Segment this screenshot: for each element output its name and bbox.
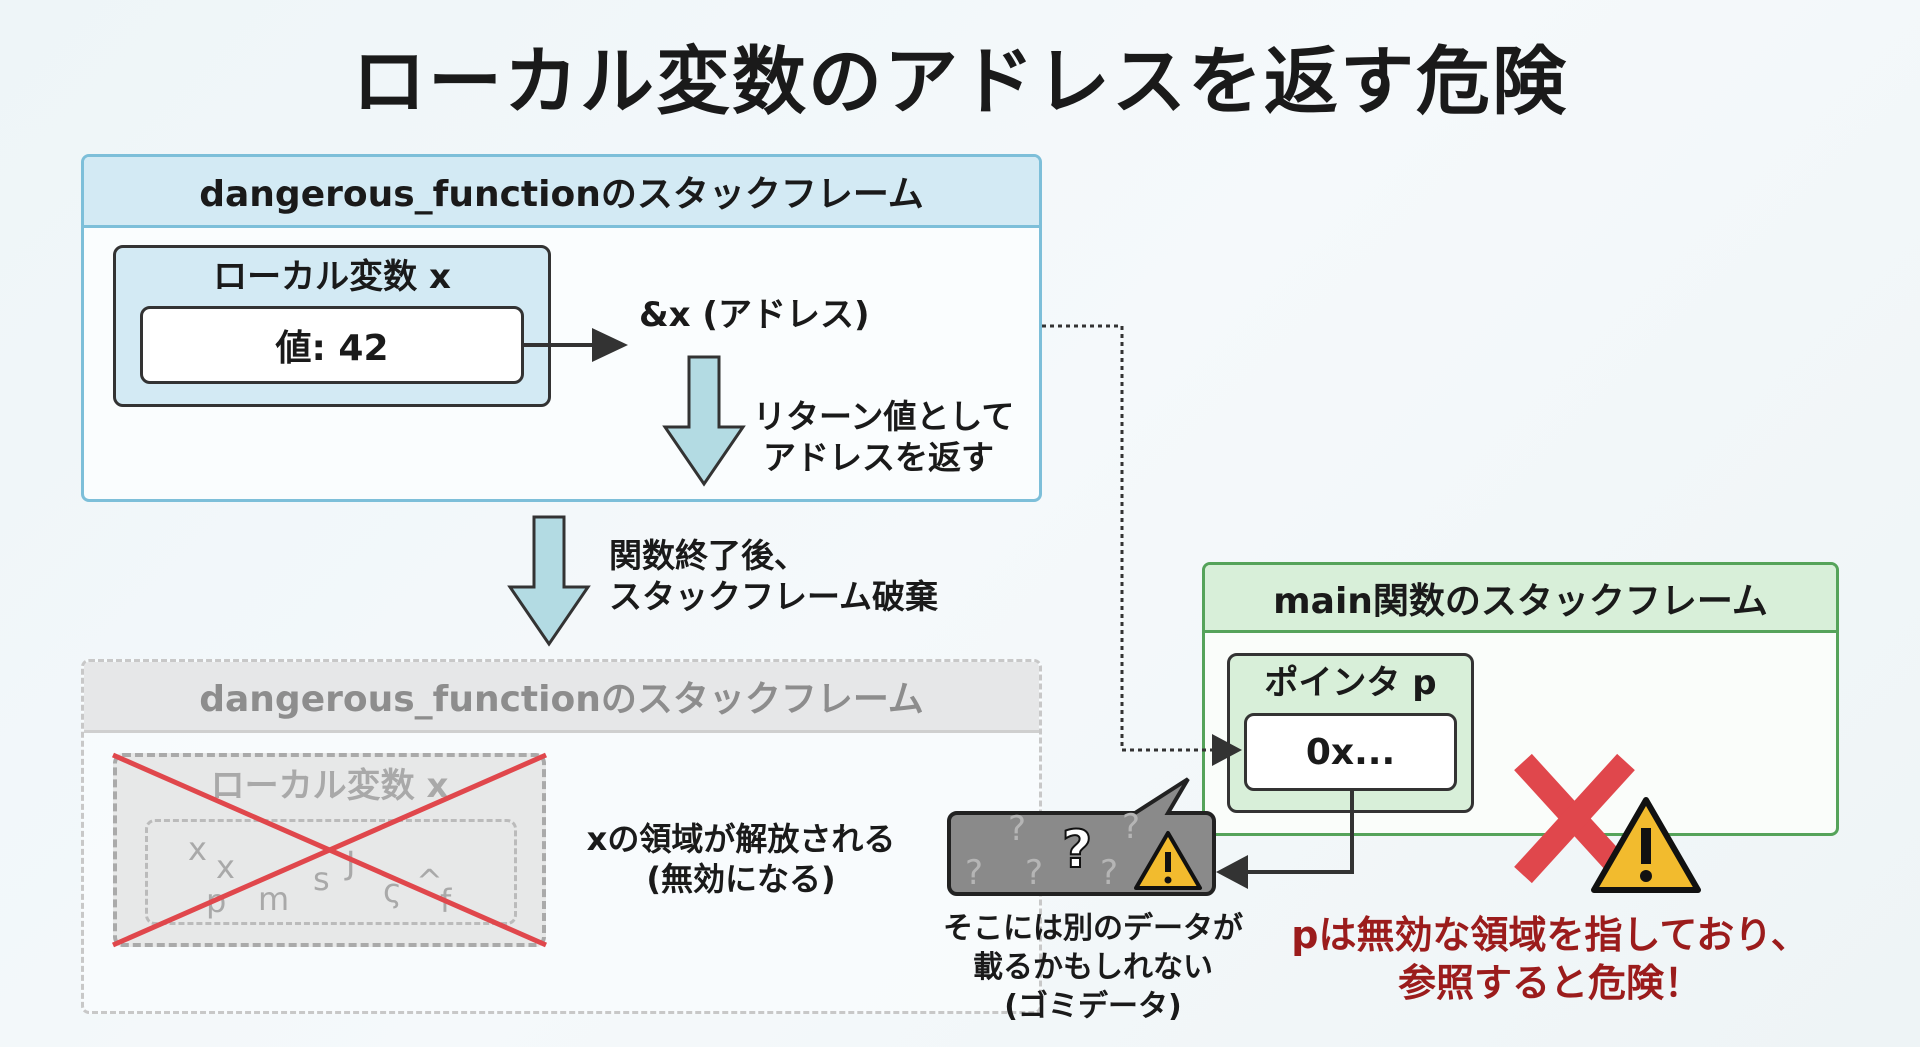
garbage-char: J — [346, 844, 356, 882]
dotted-pointer-link — [1042, 324, 1215, 752]
variable-value: 値: 42 — [140, 306, 524, 384]
page-title: ローカル変数のアドレスを返す危険 — [352, 39, 1568, 125]
warning-icon-large — [1591, 797, 1701, 893]
deref-arrowhead — [1216, 855, 1248, 889]
danger-note-line: 参照すると危険！ — [1397, 960, 1702, 1005]
svg-text:?: ? — [1122, 807, 1140, 847]
freed-note-line: (無効になる) — [646, 860, 836, 898]
destroy-down-arrow — [507, 515, 591, 647]
garbage-note-line: 載るかもしれない — [973, 950, 1213, 985]
svg-text:?: ? — [965, 853, 983, 893]
pointer-deref-line — [1245, 791, 1354, 874]
frame-header: dangerous_functionのスタックフレーム — [84, 157, 1039, 228]
garbage-note-line: そこには別のデータが — [943, 911, 1243, 946]
transition-note-line: 関数終了後、 — [609, 536, 807, 575]
variable-label: ローカル変数 x — [210, 766, 449, 806]
garbage-char: s — [313, 860, 330, 898]
danger-note: pは無効な領域を指しており、 参照すると危険！ — [1250, 912, 1850, 1007]
transition-note: 関数終了後、 スタックフレーム破棄 — [609, 535, 938, 618]
freed-note: xの領域が解放される (無効になる) — [561, 819, 921, 899]
red-x-icon — [1514, 753, 1635, 884]
return-note-line: リターン値として — [753, 397, 1015, 436]
garbage-note-line: (ゴミデータ) — [1004, 989, 1182, 1024]
question-mark: ? — [1061, 819, 1093, 881]
svg-text:?: ? — [1008, 809, 1026, 849]
transition-note-line: スタックフレーム破棄 — [609, 577, 939, 617]
address-arrow — [524, 328, 628, 362]
return-down-arrow — [662, 355, 746, 487]
frame-header: dangerous_functionのスタックフレーム — [84, 662, 1039, 733]
cross-mark — [111, 752, 548, 948]
pointer-label: ポインタ p — [1264, 663, 1437, 703]
garbage-char: x — [188, 830, 207, 868]
active-stack-frame: dangerous_functionのスタックフレーム — [81, 154, 1042, 502]
return-note-line: アドレスを返す — [763, 438, 994, 478]
return-note: リターン値として アドレスを返す — [753, 396, 1014, 479]
pointer-arrowhead — [1212, 734, 1242, 766]
garbage-char: x — [216, 848, 235, 886]
danger-note-line: pは無効な領域を指しており、 — [1291, 913, 1809, 957]
garbage-char: m — [258, 880, 290, 918]
garbage-note: そこには別のデータが 載るかもしれない (ゴミデータ) — [893, 909, 1293, 1026]
frame-header: main関数のスタックフレーム — [1205, 565, 1836, 633]
warning-icon — [1134, 831, 1202, 890]
svg-text:?: ? — [1100, 853, 1118, 893]
variable-label: ローカル変数 x — [213, 257, 451, 297]
freed-note-line: xの領域が解放される — [586, 820, 896, 858]
svg-text:?: ? — [1025, 853, 1043, 893]
pointer-value: 0x... — [1244, 713, 1457, 791]
address-label: &x (アドレス) — [639, 295, 870, 335]
